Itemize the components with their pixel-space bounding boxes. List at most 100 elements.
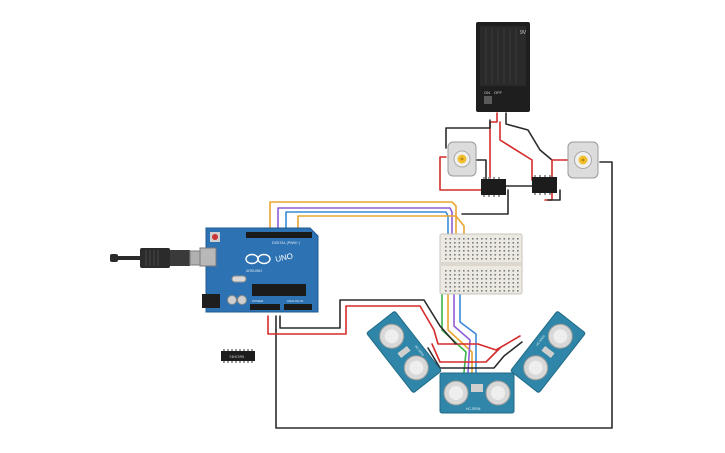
breadboard-hole[interactable] xyxy=(467,286,470,288)
breadboard-hole[interactable] xyxy=(517,274,519,276)
breadboard-hole[interactable] xyxy=(517,254,519,256)
breadboard-hole[interactable] xyxy=(485,246,488,248)
breadboard-hole[interactable] xyxy=(512,258,515,260)
ultrasonic-sensor-right[interactable]: HC-SR04 xyxy=(510,311,586,393)
breadboard-hole[interactable] xyxy=(490,290,492,292)
wire-sensor-side-red[interactable] xyxy=(431,343,501,363)
dc-motor-right[interactable] xyxy=(567,141,599,179)
wire-power-red[interactable] xyxy=(267,305,521,351)
breadboard-hole[interactable] xyxy=(494,242,497,244)
breadboard-hole[interactable] xyxy=(503,250,506,252)
breadboard-hole[interactable] xyxy=(463,242,465,244)
breadboard-hole[interactable] xyxy=(503,254,506,256)
breadboard-hole[interactable] xyxy=(449,270,452,272)
breadboard-hole[interactable] xyxy=(467,246,470,248)
breadboard-hole[interactable] xyxy=(494,274,497,276)
breadboard-hole[interactable] xyxy=(508,282,510,284)
breadboard-hole[interactable] xyxy=(458,286,461,288)
breadboard-hole[interactable] xyxy=(458,238,461,240)
breadboard-hole[interactable] xyxy=(485,258,488,260)
breadboard-hole[interactable] xyxy=(494,254,497,256)
breadboard-hole[interactable] xyxy=(476,258,479,260)
breadboard-hole[interactable] xyxy=(472,278,474,280)
breadboard-hole[interactable] xyxy=(449,246,452,248)
breadboard-hole[interactable] xyxy=(476,250,479,252)
breadboard-hole[interactable] xyxy=(467,278,470,280)
breadboard-hole[interactable] xyxy=(485,286,488,288)
breadboard-hole[interactable] xyxy=(494,250,497,252)
wire-signal-blue[interactable] xyxy=(285,211,449,237)
breadboard-hole[interactable] xyxy=(458,274,461,276)
breadboard-hole[interactable] xyxy=(449,282,452,284)
breadboard-hole[interactable] xyxy=(467,254,470,256)
breadboard-hole[interactable] xyxy=(494,246,497,248)
breadboard-hole[interactable] xyxy=(517,286,519,288)
arduino-uno[interactable]: DIGITAL (PWM~) UNO ARDUINO POWER ANALOG … xyxy=(199,227,319,313)
breadboard-hole[interactable] xyxy=(494,290,497,292)
usb-port[interactable] xyxy=(199,247,217,267)
breadboard-hole[interactable] xyxy=(512,254,515,256)
breadboard-hole[interactable] xyxy=(454,278,456,280)
relay-right[interactable] xyxy=(532,175,557,195)
breadboard-hole[interactable] xyxy=(454,254,456,256)
breadboard-hole[interactable] xyxy=(499,274,501,276)
breadboard-hole[interactable] xyxy=(517,270,519,272)
breadboard-hole[interactable] xyxy=(517,278,519,280)
breadboard-hole[interactable] xyxy=(458,250,461,252)
breadboard-hole[interactable] xyxy=(494,258,497,260)
breadboard-hole[interactable] xyxy=(485,278,488,280)
breadboard-hole[interactable] xyxy=(449,258,452,260)
breadboard-hole[interactable] xyxy=(485,290,488,292)
breadboard-hole[interactable] xyxy=(517,246,519,248)
breadboard-hole[interactable] xyxy=(476,286,479,288)
breadboard-hole[interactable] xyxy=(512,270,515,272)
breadboard-hole[interactable] xyxy=(454,274,456,276)
breadboard-hole[interactable] xyxy=(458,246,461,248)
breadboard-hole[interactable] xyxy=(463,274,465,276)
breadboard-hole[interactable] xyxy=(445,270,447,272)
breadboard-hole[interactable] xyxy=(458,254,461,256)
breadboard-hole[interactable] xyxy=(467,270,470,272)
breadboard-hole[interactable] xyxy=(494,270,497,272)
breadboard-hole[interactable] xyxy=(499,290,501,292)
breadboard-hole[interactable] xyxy=(445,278,447,280)
breadboard-hole[interactable] xyxy=(445,250,447,252)
wire-motorA-red[interactable] xyxy=(439,156,489,191)
breadboard-hole[interactable] xyxy=(449,254,452,256)
dc-motor-left[interactable] xyxy=(447,141,477,177)
breadboard-hole[interactable] xyxy=(445,290,447,292)
breadboard-hole[interactable] xyxy=(499,254,501,256)
breadboard-hole[interactable] xyxy=(499,246,501,248)
breadboard-hole[interactable] xyxy=(503,246,506,248)
wire-sensor-purple[interactable] xyxy=(453,291,471,373)
wire-relayB-black[interactable] xyxy=(547,189,561,201)
breadboard-hole[interactable] xyxy=(508,270,510,272)
breadboard-hole[interactable] xyxy=(454,286,456,288)
breadboard-hole[interactable] xyxy=(503,238,506,240)
breadboard-hole[interactable] xyxy=(503,270,506,272)
breadboard-hole[interactable] xyxy=(512,286,515,288)
breadboard-hole[interactable] xyxy=(508,286,510,288)
breadboard-hole[interactable] xyxy=(445,258,447,260)
breadboard-hole[interactable] xyxy=(458,290,461,292)
breadboard-hole[interactable] xyxy=(458,282,461,284)
breadboard-hole[interactable] xyxy=(508,246,510,248)
breadboard-hole[interactable] xyxy=(467,238,470,240)
breadboard-hole[interactable] xyxy=(472,286,474,288)
breadboard-hole[interactable] xyxy=(508,250,510,252)
breadboard-hole[interactable] xyxy=(499,258,501,260)
breadboard-hole[interactable] xyxy=(476,274,479,276)
breadboard-hole[interactable] xyxy=(445,242,447,244)
breadboard-hole[interactable] xyxy=(481,290,483,292)
breadboard-hole[interactable] xyxy=(508,274,510,276)
breadboard-hole[interactable] xyxy=(485,270,488,272)
breadboard-hole[interactable] xyxy=(499,238,501,240)
breadboard-hole[interactable] xyxy=(481,246,483,248)
breadboard-hole[interactable] xyxy=(481,258,483,260)
breadboard-hole[interactable] xyxy=(490,246,492,248)
breadboard-hole[interactable] xyxy=(499,250,501,252)
breadboard-hole[interactable] xyxy=(517,258,519,260)
breadboard-hole[interactable] xyxy=(517,282,519,284)
breadboard-hole[interactable] xyxy=(490,282,492,284)
breadboard-hole[interactable] xyxy=(481,254,483,256)
